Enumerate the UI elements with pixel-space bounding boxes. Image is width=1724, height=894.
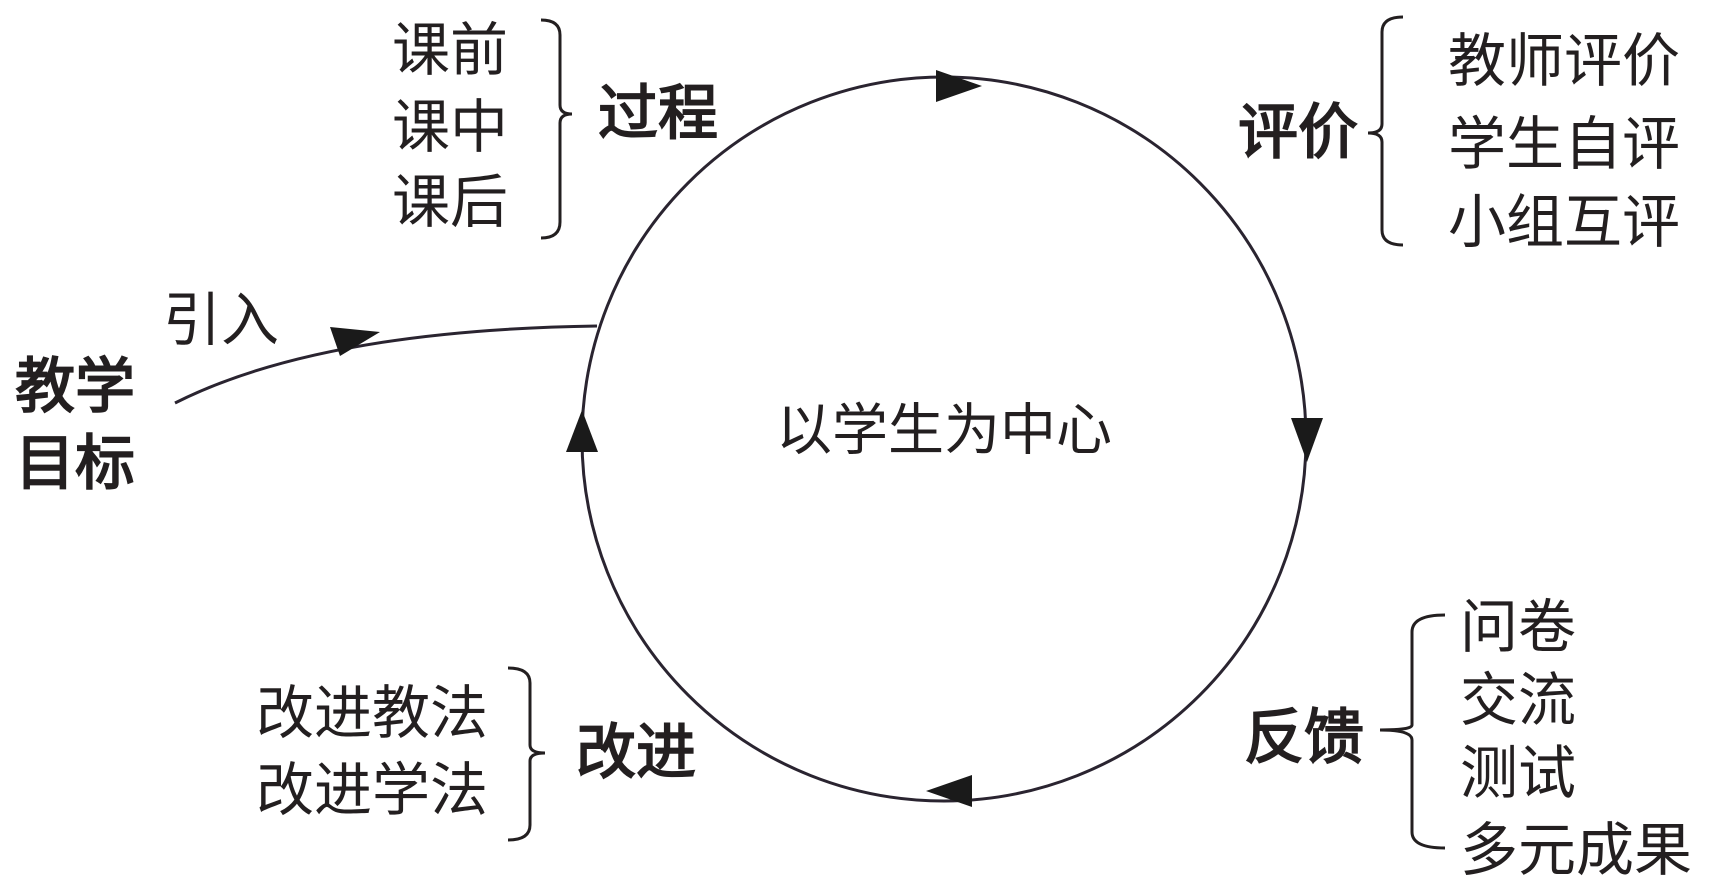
improvement-title: 改进 [576, 718, 696, 788]
improvement-item: 改进学法 [256, 756, 488, 824]
improvement-bracket [507, 666, 546, 842]
goal-label-line1: 教学 [15, 352, 135, 422]
arrow-up-left [566, 410, 598, 452]
feedback-item: 测试 [1460, 739, 1576, 807]
feedback-item: 交流 [1460, 666, 1576, 734]
feedback-title: 反馈 [1244, 703, 1364, 773]
arrow-down-right [1291, 418, 1323, 462]
arrow-right-top [936, 70, 982, 102]
feedback-item: 多元成果 [1460, 816, 1692, 884]
evaluation-item: 小组互评 [1448, 188, 1680, 256]
arrow-left-bottom [926, 775, 972, 807]
process-item: 课中 [392, 93, 508, 161]
feedback-item: 问卷 [1460, 593, 1576, 661]
process-item: 课前 [392, 16, 508, 84]
process-title: 过程 [598, 79, 718, 149]
process-item: 课后 [392, 168, 508, 236]
center-label: 以学生为中心 [776, 399, 1112, 464]
feedback-bracket [1379, 613, 1446, 850]
goal-label-line2: 目标 [15, 429, 135, 499]
intro-label: 引入 [163, 286, 279, 354]
evaluation-bracket [1367, 15, 1404, 247]
process-bracket [540, 18, 573, 240]
evaluation-item: 学生自评 [1448, 110, 1680, 178]
evaluation-item: 教师评价 [1448, 27, 1680, 95]
improvement-item: 改进教法 [256, 679, 488, 747]
intro-arrowhead [330, 327, 380, 356]
evaluation-title: 评价 [1238, 98, 1358, 168]
